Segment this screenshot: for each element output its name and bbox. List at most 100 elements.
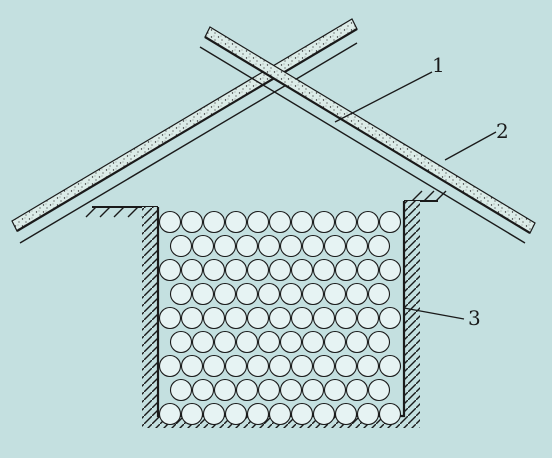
ground-right [404, 190, 447, 202]
produce-item [345, 330, 369, 354]
produce-item [213, 330, 237, 354]
produce-item [312, 402, 336, 426]
produce-item [158, 306, 182, 330]
produce-item [169, 330, 193, 354]
pit-earth [142, 201, 420, 428]
produce-item [301, 234, 325, 258]
produce-item [246, 354, 270, 378]
produce-item [202, 258, 226, 282]
callout-label-3: 3 [468, 306, 481, 330]
roof-board-left-slope [11, 18, 358, 244]
produce-item [169, 282, 193, 306]
produce-item [202, 354, 226, 378]
produce-item [334, 306, 358, 330]
produce-item [180, 402, 204, 426]
produce-item [367, 282, 391, 306]
produce-item [213, 378, 237, 402]
produce-item [213, 234, 237, 258]
produce-item [378, 402, 402, 426]
produce-item [202, 210, 226, 234]
produce-item [323, 378, 347, 402]
produce-item [345, 378, 369, 402]
produce-item [257, 282, 281, 306]
produce-item [301, 330, 325, 354]
produce-item [224, 354, 248, 378]
produce-item [246, 258, 270, 282]
produce-item [169, 234, 193, 258]
produce-item [356, 306, 380, 330]
produce-item [268, 258, 292, 282]
produce-item [290, 210, 314, 234]
produce-item [268, 306, 292, 330]
produce-item [180, 306, 204, 330]
produce-item [268, 402, 292, 426]
produce-item [158, 354, 182, 378]
produce-item [290, 354, 314, 378]
produce-item [312, 306, 336, 330]
produce-item [180, 210, 204, 234]
produce-item [356, 402, 380, 426]
produce-item [158, 210, 182, 234]
produce-item [235, 234, 259, 258]
produce-item [235, 330, 259, 354]
produce-item [169, 378, 193, 402]
produce-item [213, 282, 237, 306]
produce-item [235, 282, 259, 306]
produce-item [268, 210, 292, 234]
produce-item [180, 258, 204, 282]
produce-item [191, 282, 215, 306]
produce-item [246, 306, 270, 330]
produce-item [367, 234, 391, 258]
produce-item [246, 210, 270, 234]
produce-item [246, 402, 270, 426]
produce-item [224, 402, 248, 426]
produce-item [279, 330, 303, 354]
produce-item [312, 210, 336, 234]
produce-item [224, 210, 248, 234]
produce-item [367, 330, 391, 354]
callout-label-2: 2 [496, 119, 509, 143]
produce-item [312, 258, 336, 282]
produce-item [257, 330, 281, 354]
produce-item [191, 330, 215, 354]
produce-item [202, 306, 226, 330]
produce-item [158, 402, 182, 426]
produce-item [323, 282, 347, 306]
produce-item [334, 210, 358, 234]
produce-item [290, 402, 314, 426]
produce-item [378, 354, 402, 378]
produce-item [290, 258, 314, 282]
produce-item [279, 282, 303, 306]
produce-item [367, 378, 391, 402]
produce-item [191, 234, 215, 258]
produce-item [268, 354, 292, 378]
produce-item [356, 210, 380, 234]
produce-item [378, 210, 402, 234]
produce-item [345, 234, 369, 258]
produce-item [356, 354, 380, 378]
produce-item [224, 306, 248, 330]
produce-item [323, 234, 347, 258]
roof-board-right-slope [199, 26, 536, 244]
produce-item [279, 234, 303, 258]
produce-item [290, 306, 314, 330]
produce-item [257, 378, 281, 402]
produce-item [257, 234, 281, 258]
stacked-produce [158, 210, 402, 426]
produce-item [323, 330, 347, 354]
callout-label-1: 1 [432, 53, 445, 77]
produce-item [334, 258, 358, 282]
produce-item [345, 282, 369, 306]
produce-item [235, 378, 259, 402]
produce-item [180, 354, 204, 378]
produce-item [202, 402, 226, 426]
produce-item [158, 258, 182, 282]
produce-item [301, 282, 325, 306]
produce-item [224, 258, 248, 282]
produce-item [356, 258, 380, 282]
produce-item [279, 378, 303, 402]
produce-item [334, 354, 358, 378]
produce-item [378, 306, 402, 330]
